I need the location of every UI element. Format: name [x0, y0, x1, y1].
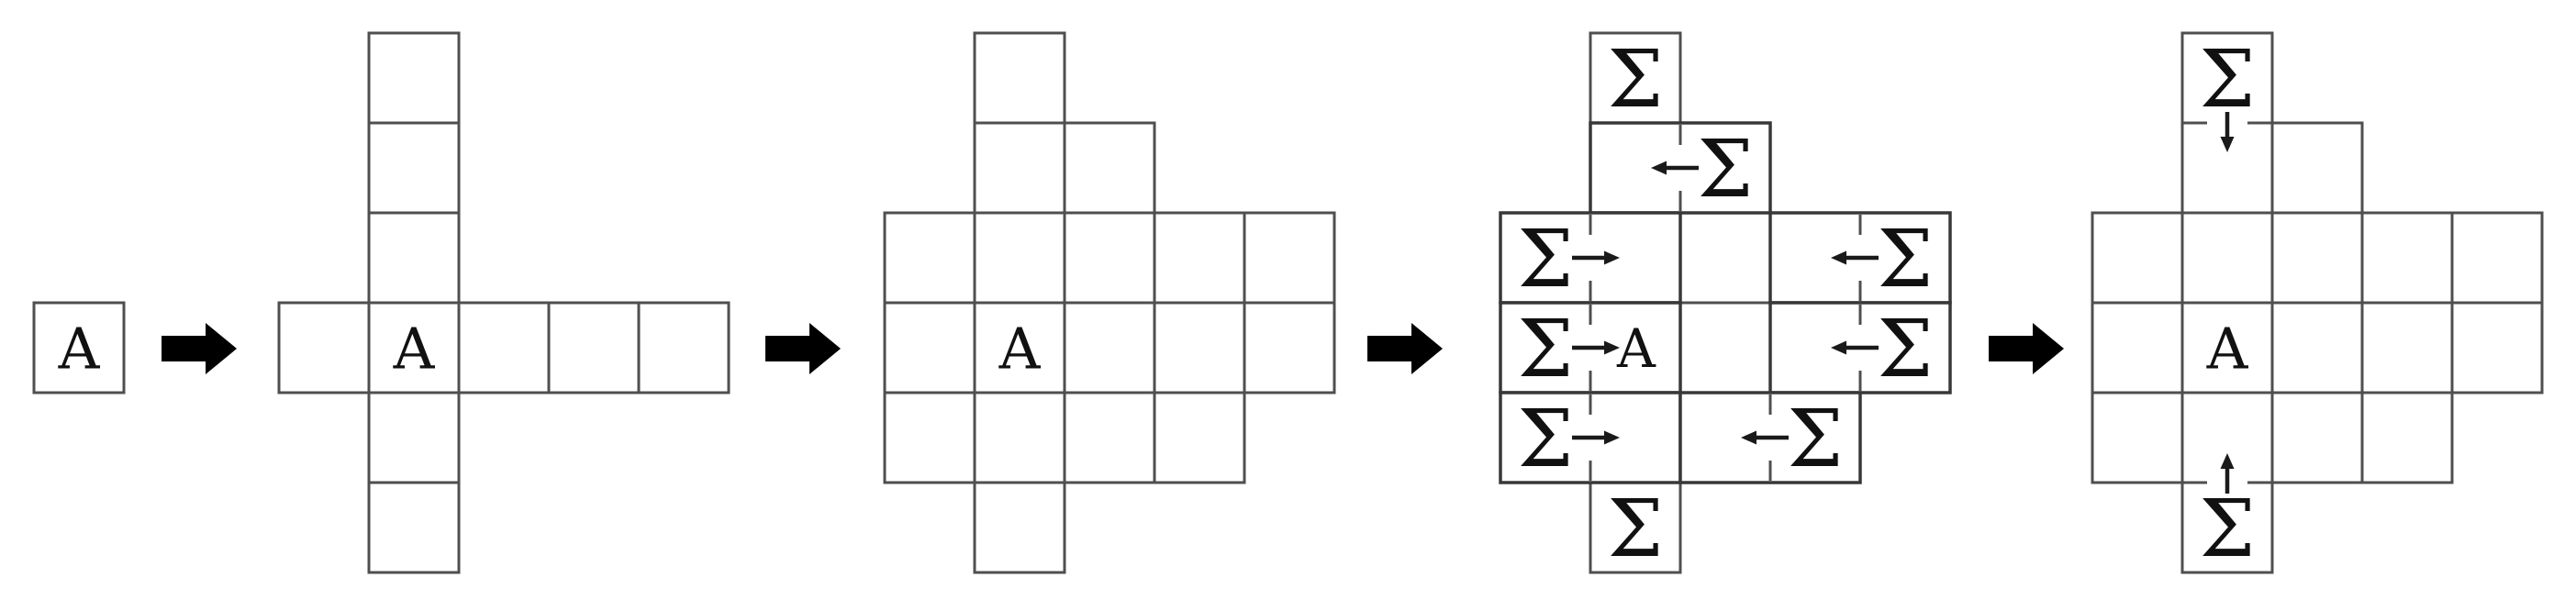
grid-cell [1589, 31, 1682, 125]
feature-a-label: A [393, 315, 436, 382]
grid-cell [973, 31, 1066, 125]
grid-cell [2091, 301, 2184, 394]
grid-cell [2091, 211, 2184, 305]
grid-cell [1063, 121, 1156, 215]
grid-cell [1678, 211, 1772, 305]
sigma-label: Σ [2200, 483, 2256, 575]
feature-a-label: A [1616, 317, 1656, 380]
grid-cell [367, 481, 461, 574]
flow-arrow-left-icon [1651, 161, 1667, 175]
grid-cell [1063, 301, 1156, 394]
grid-cell [457, 301, 551, 394]
grid-cell [2360, 211, 2454, 305]
flow-arrow-up-icon [2220, 453, 2235, 469]
grid-cell [2270, 391, 2364, 484]
grid-cell [2360, 391, 2454, 484]
grid-cell [2091, 391, 2184, 484]
sigma-label: Σ [2200, 34, 2256, 126]
grid-cell [637, 301, 730, 394]
grid-cell [1589, 481, 1682, 574]
sigma-label: Σ [1698, 124, 1754, 216]
stage-5-aggregated-result: Σ A Σ [2091, 31, 2544, 575]
grid-cell [1153, 211, 1246, 305]
grid-cell [1063, 211, 1156, 305]
grid-cell [1678, 301, 1772, 394]
sigma-label: Σ [1608, 34, 1664, 126]
flow-arrow-left-icon [1831, 340, 1846, 355]
stage-2-criss-cross-neighborhood: A [277, 31, 730, 574]
sigma-label: Σ [1608, 483, 1664, 575]
stage-3-expanded-region: A [883, 31, 1336, 574]
grid-cell [1153, 391, 1246, 484]
grid-cell [367, 31, 461, 125]
stage-arrow-icon [1367, 323, 1443, 374]
grid-cell [2270, 211, 2364, 305]
sigma-label: Σ [1788, 394, 1844, 485]
stage-arrow-icon [1989, 323, 2064, 374]
feature-a-label: A [2206, 315, 2249, 382]
grid-cell [973, 481, 1066, 574]
grid-cell [883, 391, 976, 484]
sigma-label: Σ [1518, 214, 1574, 306]
grid-cell [973, 211, 1066, 305]
grid-cell [367, 211, 461, 305]
grid-cell [277, 301, 371, 394]
grid-cell [367, 301, 461, 394]
grid-cell [883, 211, 976, 305]
grid-cell [2360, 301, 2454, 394]
flow-arrow-left-icon [1741, 430, 1756, 445]
grid-cell [2450, 211, 2544, 305]
stage-arrow-icon [765, 323, 841, 374]
grid-cell [1243, 301, 1336, 394]
flow-arrow-left-icon [1831, 250, 1846, 265]
feature-a-label: A [998, 315, 1042, 382]
stage-arrow-icon [162, 323, 237, 374]
grid-cell [367, 121, 461, 215]
grid-cell [2270, 301, 2364, 394]
grid-cell [547, 301, 641, 394]
flow-arrow-right-icon [1604, 340, 1620, 355]
grid-cell [883, 301, 976, 394]
grid-cell [2180, 481, 2274, 574]
grid-cell [2270, 121, 2364, 215]
sigma-label: Σ [1878, 214, 1934, 306]
grid-cell [2180, 301, 2274, 394]
feature-a-label: A [58, 315, 101, 382]
grid-cell [367, 391, 461, 484]
flow-arrow-right-icon [1604, 250, 1620, 265]
sigma-label: Σ [1878, 304, 1934, 395]
grid-cell [1243, 211, 1336, 305]
stage-1-single-feature-cell: A [32, 301, 126, 394]
grid-cell [973, 391, 1066, 484]
grid-cell [32, 301, 126, 394]
sigma-label: Σ [1518, 304, 1574, 395]
flow-arrow-right-icon [1604, 430, 1620, 445]
grid-cell [1153, 301, 1246, 394]
grid-cell [2180, 211, 2274, 305]
flow-arrow-down-icon [2220, 137, 2235, 152]
sigma-label: Σ [1518, 394, 1574, 485]
grid-cell [2450, 301, 2544, 394]
grid-cell [1063, 391, 1156, 484]
grid-cell [973, 121, 1066, 215]
